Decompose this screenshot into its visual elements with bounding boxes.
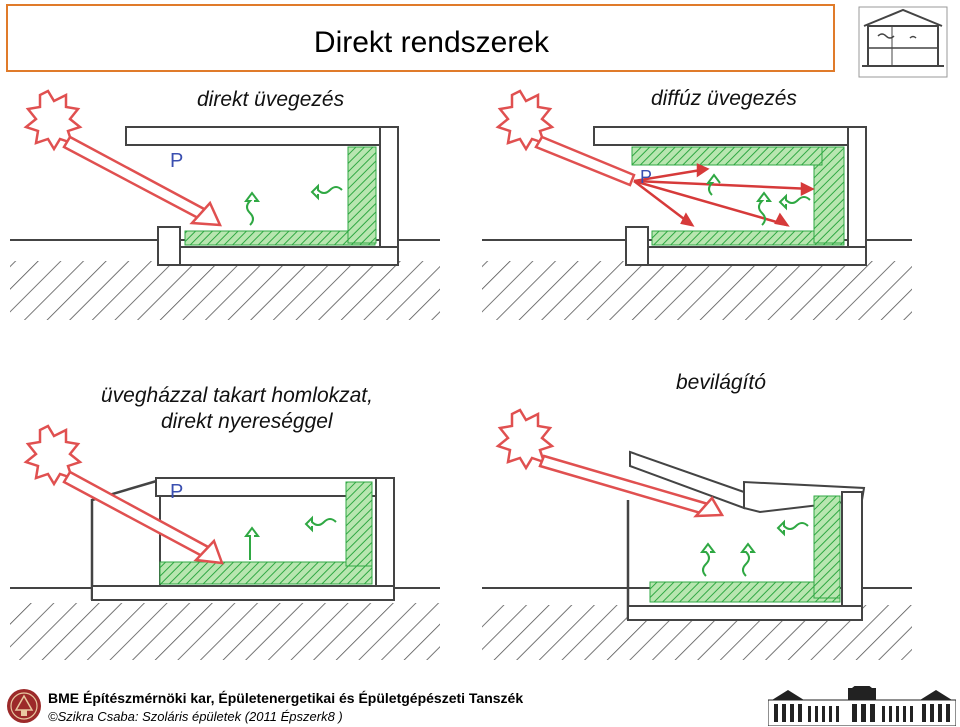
person-icon: P	[640, 167, 652, 187]
house-section-thumbnail	[858, 6, 948, 78]
caption-skylight: bevilágító	[676, 371, 766, 395]
heat-radiate-icon	[306, 518, 336, 530]
heat-radiate-icon	[778, 522, 808, 534]
heat-radiate-icon	[312, 186, 342, 198]
thermal-mass-ceiling	[632, 147, 822, 165]
sun-ray-arrow	[64, 137, 220, 225]
footer-credit: ©Szikra Csaba: Szoláris épületek (2011 É…	[48, 709, 343, 724]
thermal-mass-floor	[185, 231, 375, 245]
thermal-mass-floor	[160, 562, 372, 584]
diffuse-rays	[634, 165, 812, 225]
heat-rise-icon	[702, 544, 714, 576]
panel-skylight	[482, 400, 912, 660]
heat-rise-icon	[742, 544, 754, 576]
title-box: Direkt rendszerek	[6, 4, 835, 72]
person-icon: P	[170, 481, 183, 503]
heat-radiate-icon	[780, 196, 810, 208]
panel-diffuse-glazing: P	[482, 85, 912, 320]
heat-rise-icon	[246, 193, 258, 225]
panel-direct-glazing: P	[10, 85, 440, 320]
footer-institution: BME Építészmérnöki kar, Épületenergetika…	[48, 690, 523, 706]
thermal-mass-wall	[814, 496, 840, 598]
thermal-mass-wall	[348, 147, 376, 243]
university-logo	[6, 688, 42, 724]
panel-greenhouse-facade: P	[10, 420, 440, 660]
thermal-mass-wall	[346, 482, 372, 566]
thermal-mass-floor	[650, 582, 840, 602]
caption-greenhouse-line1: üvegházzal takart homlokzat,	[101, 384, 373, 408]
person-icon: P	[170, 150, 183, 172]
university-building-illustration	[768, 686, 956, 726]
slide-title: Direkt rendszerek	[314, 26, 549, 60]
heat-rise-icon	[246, 528, 258, 560]
